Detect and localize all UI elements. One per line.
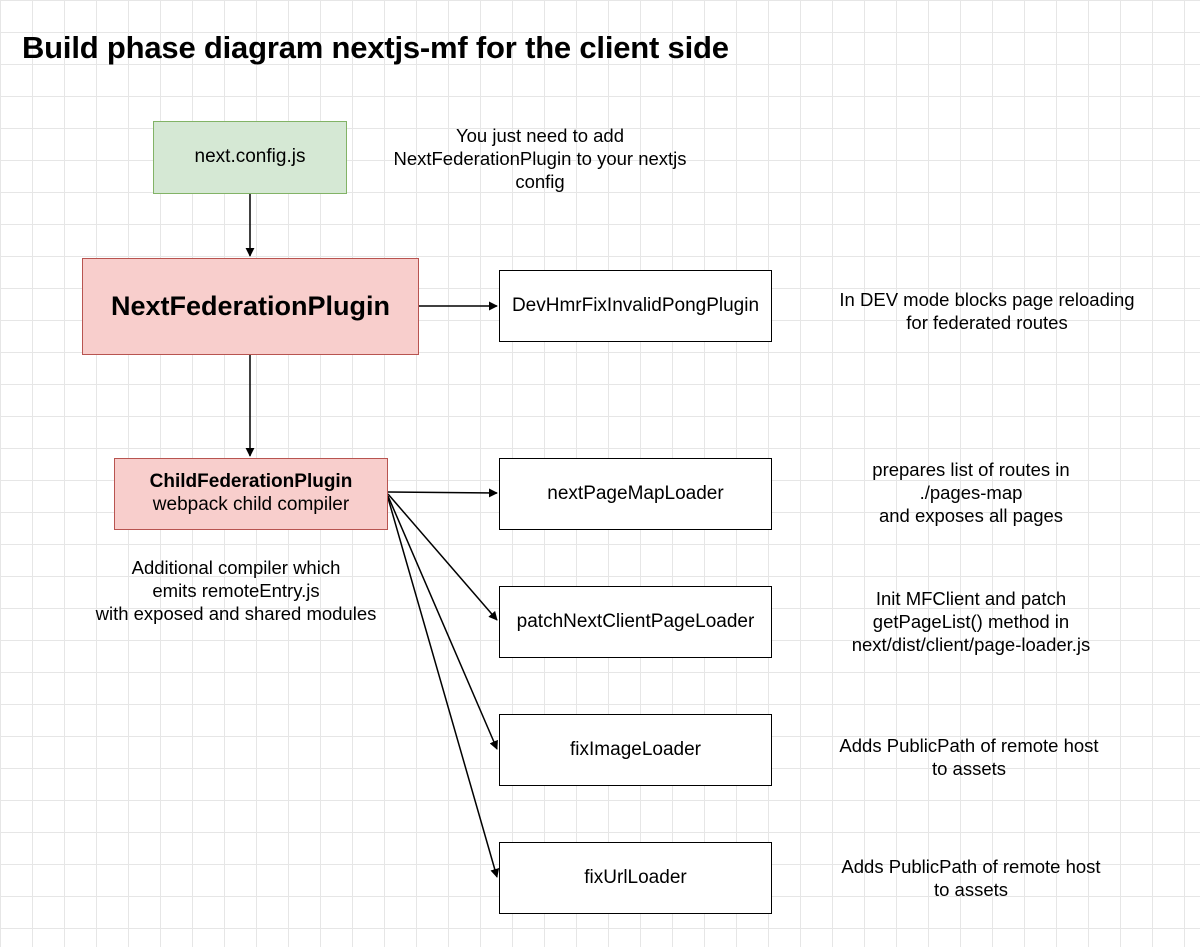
- dev-hmr-note: In DEV mode blocks page reloading for fe…: [827, 288, 1147, 334]
- page-map-note-line: and exposes all pages: [878, 505, 1064, 526]
- fix-image-note: Adds PublicPath of remote host to assets: [809, 734, 1129, 780]
- patch-next-client-page-loader-node: patchNextClientPageLoader: [499, 586, 772, 658]
- fix-url-note-line: Adds PublicPath of remote host: [841, 856, 1101, 877]
- dev-hmr-note-line: for federated routes: [906, 312, 1068, 333]
- next-config-node: next.config.js: [153, 121, 347, 194]
- fix-image-loader-node: fixImageLoader: [499, 714, 772, 786]
- patch-next-client-page-loader-label: patchNextClientPageLoader: [516, 610, 755, 632]
- child-compiler-note-line: with exposed and shared modules: [95, 603, 377, 624]
- edge-child-plugin-to-patch-loader: [387, 493, 498, 621]
- edge-child-plugin-to-page-map-loader: [387, 488, 498, 498]
- page-map-note-line: prepares list of routes in: [872, 459, 1070, 480]
- page-map-note-line: ./pages-map: [919, 482, 1023, 503]
- config-note-line: NextFederationPlugin to your nextjs: [393, 148, 687, 169]
- child-compiler-note: Additional compiler which emits remoteEn…: [76, 556, 396, 625]
- diagram-title: Build phase diagram nextjs-mf for the cl…: [22, 30, 729, 65]
- fix-url-loader-label: fixUrlLoader: [584, 866, 687, 888]
- fix-image-loader-label: fixImageLoader: [570, 738, 701, 760]
- dev-hmr-fix-plugin-label: DevHmrFixInvalidPongPlugin: [511, 294, 760, 316]
- next-page-map-loader-label: nextPageMapLoader: [547, 482, 724, 504]
- page-map-note: prepares list of routes in ./pages-map a…: [811, 458, 1131, 527]
- fix-url-note-line: to assets: [933, 879, 1009, 900]
- config-note-line: config: [515, 171, 565, 192]
- patch-loader-note-line: next/dist/client/page-loader.js: [851, 634, 1091, 655]
- patch-loader-note-line: getPageList() method in: [872, 611, 1070, 632]
- edge-child-plugin-to-fix-url-loader: [387, 497, 500, 878]
- child-federation-plugin-node: ChildFederationPlugin webpack child comp…: [114, 458, 388, 530]
- next-federation-plugin-label: NextFederationPlugin: [110, 291, 391, 322]
- fix-url-loader-node: fixUrlLoader: [499, 842, 772, 914]
- patch-loader-note: Init MFClient and patch getPageList() me…: [811, 587, 1131, 656]
- next-federation-plugin-node: NextFederationPlugin: [82, 258, 419, 355]
- fix-url-note: Adds PublicPath of remote host to assets: [811, 855, 1131, 901]
- next-config-label: next.config.js: [194, 146, 306, 168]
- child-federation-plugin-subtitle: webpack child compiler: [152, 494, 350, 515]
- dev-hmr-note-line: In DEV mode blocks page reloading: [839, 289, 1135, 310]
- config-note: You just need to add NextFederationPlugi…: [380, 124, 700, 193]
- patch-loader-note-line: Init MFClient and patch: [875, 588, 1067, 609]
- dev-hmr-fix-plugin-node: DevHmrFixInvalidPongPlugin: [499, 270, 772, 342]
- fix-image-note-line: Adds PublicPath of remote host: [839, 735, 1099, 756]
- next-page-map-loader-node: nextPageMapLoader: [499, 458, 772, 530]
- config-note-line: You just need to add: [455, 125, 625, 146]
- child-compiler-note-line: Additional compiler which: [131, 557, 341, 578]
- child-federation-plugin-title: ChildFederationPlugin: [149, 471, 353, 493]
- fix-image-note-line: to assets: [931, 758, 1007, 779]
- edge-child-plugin-to-fix-image-loader: [387, 495, 498, 750]
- child-compiler-note-line: emits remoteEntry.js: [152, 580, 320, 601]
